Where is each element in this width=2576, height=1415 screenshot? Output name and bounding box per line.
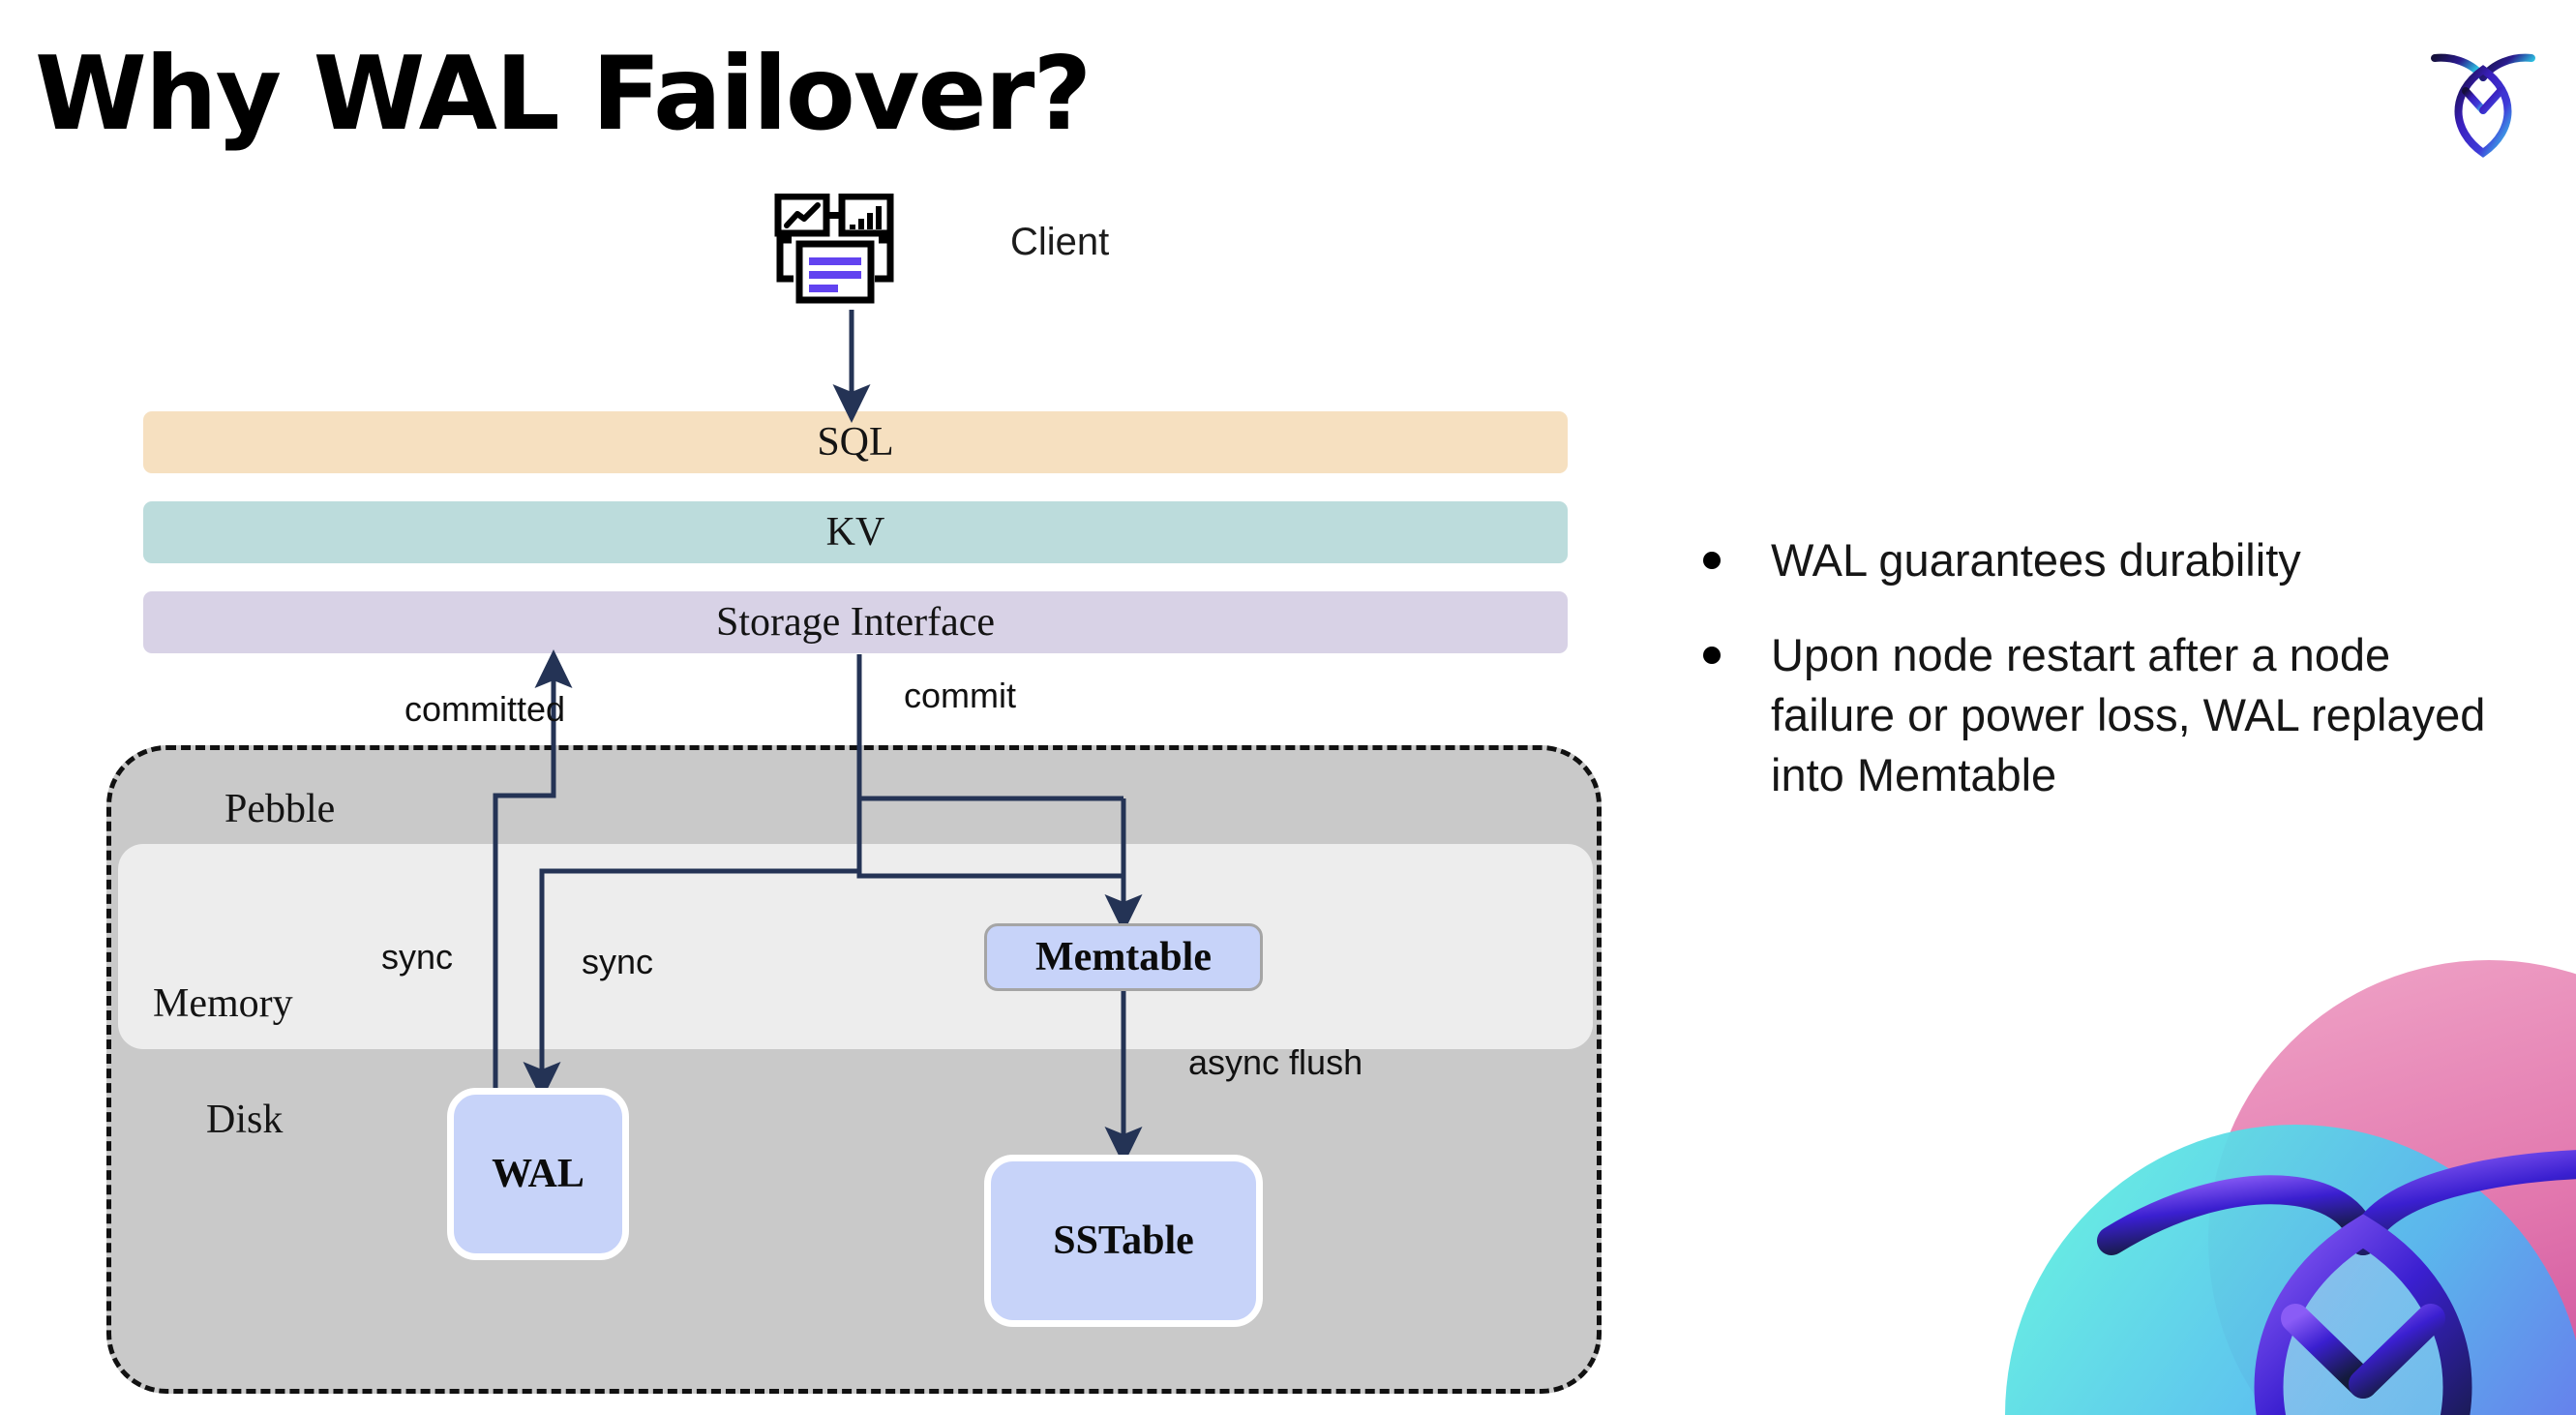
layer-label-sql: SQL — [817, 420, 894, 465]
client-dashboard-icon — [774, 193, 929, 310]
bullet-list: WAL guarantees durability Upon node rest… — [1703, 530, 2516, 840]
edge-label-sync-right: sync — [582, 942, 654, 981]
edge-label-commit: commit — [904, 676, 1016, 715]
node-wal[interactable]: WAL — [447, 1088, 629, 1260]
node-label-wal: WAL — [492, 1152, 584, 1196]
layer-bar-sql: SQL — [143, 411, 1568, 473]
edge-label-async-flush: async flush — [1188, 1042, 1363, 1082]
list-item: WAL guarantees durability — [1703, 530, 2516, 590]
bullet-dot-icon — [1703, 647, 1721, 665]
memory-label: Memory — [153, 981, 293, 1026]
list-item: Upon node restart after a node failure o… — [1703, 625, 2516, 805]
edge-label-sync-left: sync — [381, 937, 454, 977]
pebble-label: Pebble — [225, 787, 336, 831]
layer-label-kv: KV — [825, 510, 885, 555]
node-memtable[interactable]: Memtable — [984, 923, 1263, 991]
bullet-text: WAL guarantees durability — [1771, 534, 2301, 586]
pebble-container — [106, 745, 1602, 1394]
bullet-text: Upon node restart after a node failure o… — [1771, 629, 2486, 801]
edge-label-committed: committed — [404, 689, 566, 729]
layer-label-storage-interface: Storage Interface — [716, 600, 995, 645]
cockroachdb-logo-icon — [2415, 37, 2551, 163]
client-label: Client — [1010, 221, 1110, 263]
layer-bar-kv: KV — [143, 501, 1568, 563]
disk-label: Disk — [206, 1098, 284, 1142]
node-label-sstable: SSTable — [1053, 1219, 1194, 1263]
layer-bar-storage-interface: Storage Interface — [143, 591, 1568, 653]
page-title: Why WAL Failover? — [35, 35, 1092, 153]
bullet-dot-icon — [1703, 552, 1721, 569]
architecture-diagram: Client SQL KV Storage Interface Pebble M… — [106, 193, 1602, 1394]
decorative-logo-watermark — [1947, 921, 2576, 1415]
node-label-memtable: Memtable — [1035, 935, 1212, 979]
memory-region — [118, 844, 1593, 1049]
node-sstable[interactable]: SSTable — [984, 1155, 1263, 1327]
